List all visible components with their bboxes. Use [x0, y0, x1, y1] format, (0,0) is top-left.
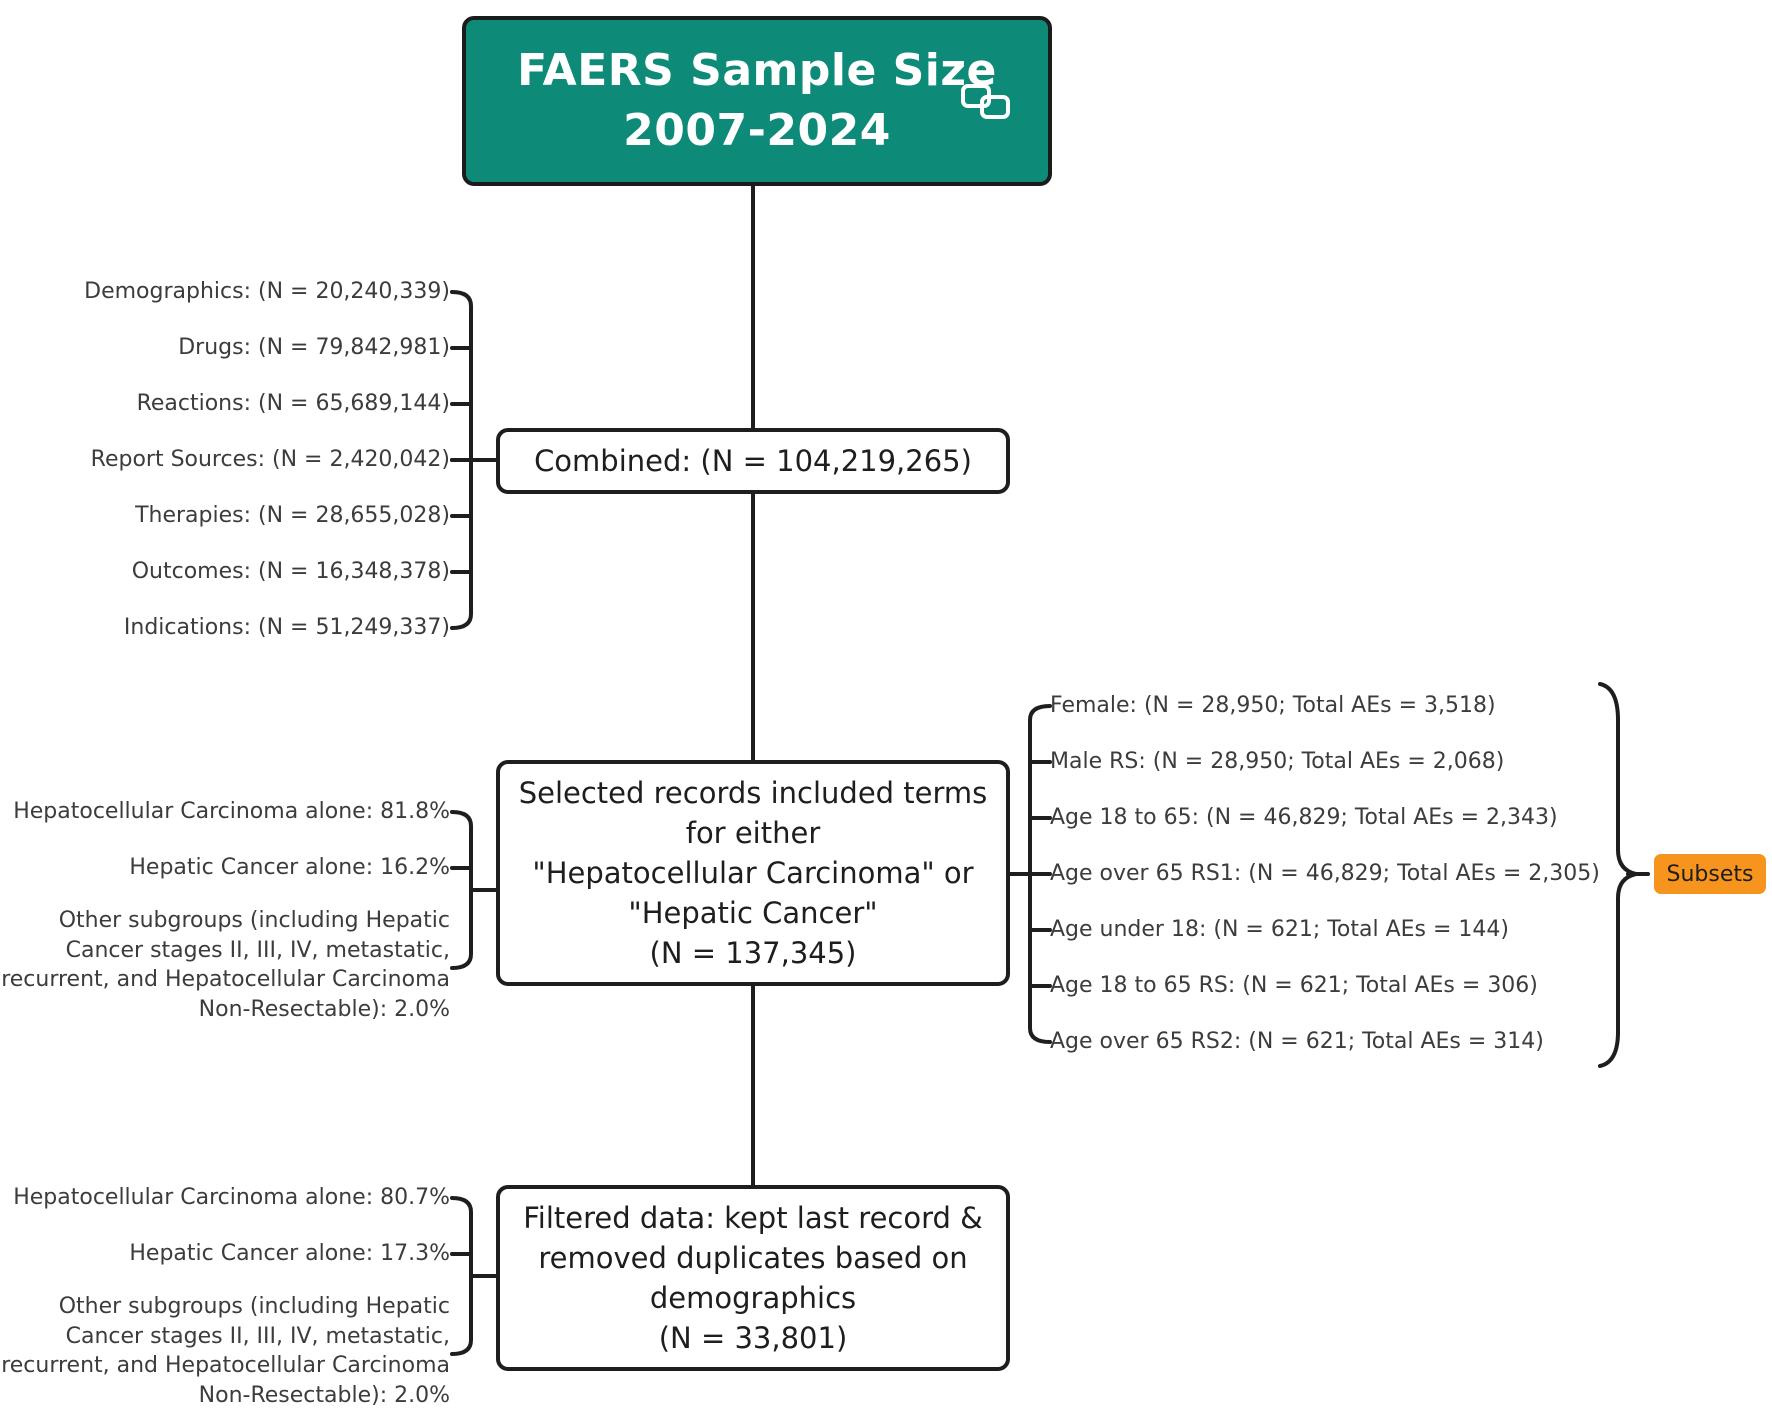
filtered-hcc: Hepatocellular Carcinoma alone: 80.7% — [13, 1185, 450, 1210]
selected-other-subgroups: Other subgroups (including Hepatic Cance… — [0, 906, 450, 1024]
subsets-badge: Subsets — [1654, 854, 1766, 894]
filtered-other-line: Other subgroups (including Hepatic — [58, 1294, 450, 1319]
selected-other-line: Non-Resectable): 2.0% — [198, 996, 450, 1022]
subset-age-over-65-rs1: Age over 65 RS1: (N = 46,829; Total AEs … — [1050, 861, 1600, 886]
selected-line: for either — [685, 816, 821, 850]
filtered-line: removed duplicates based on — [538, 1241, 968, 1275]
filtered-other-line: Non-Resectable): 2.0% — [198, 1382, 450, 1408]
source-therapies: Therapies: (N = 28,655,028) — [135, 503, 450, 528]
selected-line: "Hepatic Cancer" — [628, 896, 878, 930]
selected-hcc: Hepatocellular Carcinoma alone: 81.8% — [13, 799, 450, 824]
selected-other-line: Cancer stages II, III, IV, metastatic, — [65, 937, 450, 963]
title-line-1: FAERS Sample Size — [517, 45, 997, 96]
combined-text: Combined: (N = 104,219,265) — [534, 444, 972, 478]
filtered-line: demographics — [649, 1281, 857, 1315]
source-reactions: Reactions: (N = 65,689,144) — [136, 391, 450, 416]
subset-female: Female: (N = 28,950; Total AEs = 3,518) — [1050, 693, 1496, 718]
link-icon[interactable] — [960, 82, 1012, 122]
title-box: FAERS Sample Size 2007-2024 — [462, 16, 1052, 186]
subset-male-rs: Male RS: (N = 28,950; Total AEs = 2,068) — [1050, 749, 1505, 774]
source-outcomes: Outcomes: (N = 16,348,378) — [131, 559, 450, 584]
source-demographics: Demographics: (N = 20,240,339) — [84, 279, 450, 304]
selected-hepatic: Hepatic Cancer alone: 16.2% — [129, 855, 450, 880]
source-drugs: Drugs: (N = 79,842,981) — [178, 335, 450, 360]
selected-other-line: recurrent, and Hepatocellular Carcinoma — [1, 967, 450, 992]
selected-records-box: Selected records included terms for eith… — [496, 760, 1010, 986]
selected-line: Selected records included terms — [518, 776, 988, 810]
filtered-other-subgroups: Other subgroups (including Hepatic Cance… — [0, 1292, 450, 1410]
filtered-data-box: Filtered data: kept last record & remove… — [496, 1185, 1010, 1371]
filtered-other-line: recurrent, and Hepatocellular Carcinoma — [1, 1353, 450, 1378]
filtered-hepatic: Hepatic Cancer alone: 17.3% — [129, 1241, 450, 1266]
subset-age-under-18: Age under 18: (N = 621; Total AEs = 144) — [1050, 917, 1510, 942]
source-report-sources: Report Sources: (N = 2,420,042) — [90, 447, 450, 472]
source-indications: Indications: (N = 51,249,337) — [123, 615, 450, 640]
selected-count: (N = 137,345) — [649, 936, 857, 970]
subset-age-18-65-rs: Age 18 to 65 RS: (N = 621; Total AEs = 3… — [1050, 973, 1538, 998]
filtered-other-line: Cancer stages II, III, IV, metastatic, — [65, 1323, 450, 1349]
combined-box: Combined: (N = 104,219,265) — [496, 428, 1010, 494]
title-line-2: 2007-2024 — [623, 105, 891, 156]
subset-age-over-65-rs2: Age over 65 RS2: (N = 621; Total AEs = 3… — [1050, 1029, 1544, 1054]
filtered-line: Filtered data: kept last record & — [523, 1201, 983, 1235]
subset-age-18-65: Age 18 to 65: (N = 46,829; Total AEs = 2… — [1050, 805, 1558, 830]
selected-line: "Hepatocellular Carcinoma" or — [532, 856, 974, 890]
filtered-count: (N = 33,801) — [658, 1321, 848, 1355]
selected-other-line: Other subgroups (including Hepatic — [58, 908, 450, 933]
